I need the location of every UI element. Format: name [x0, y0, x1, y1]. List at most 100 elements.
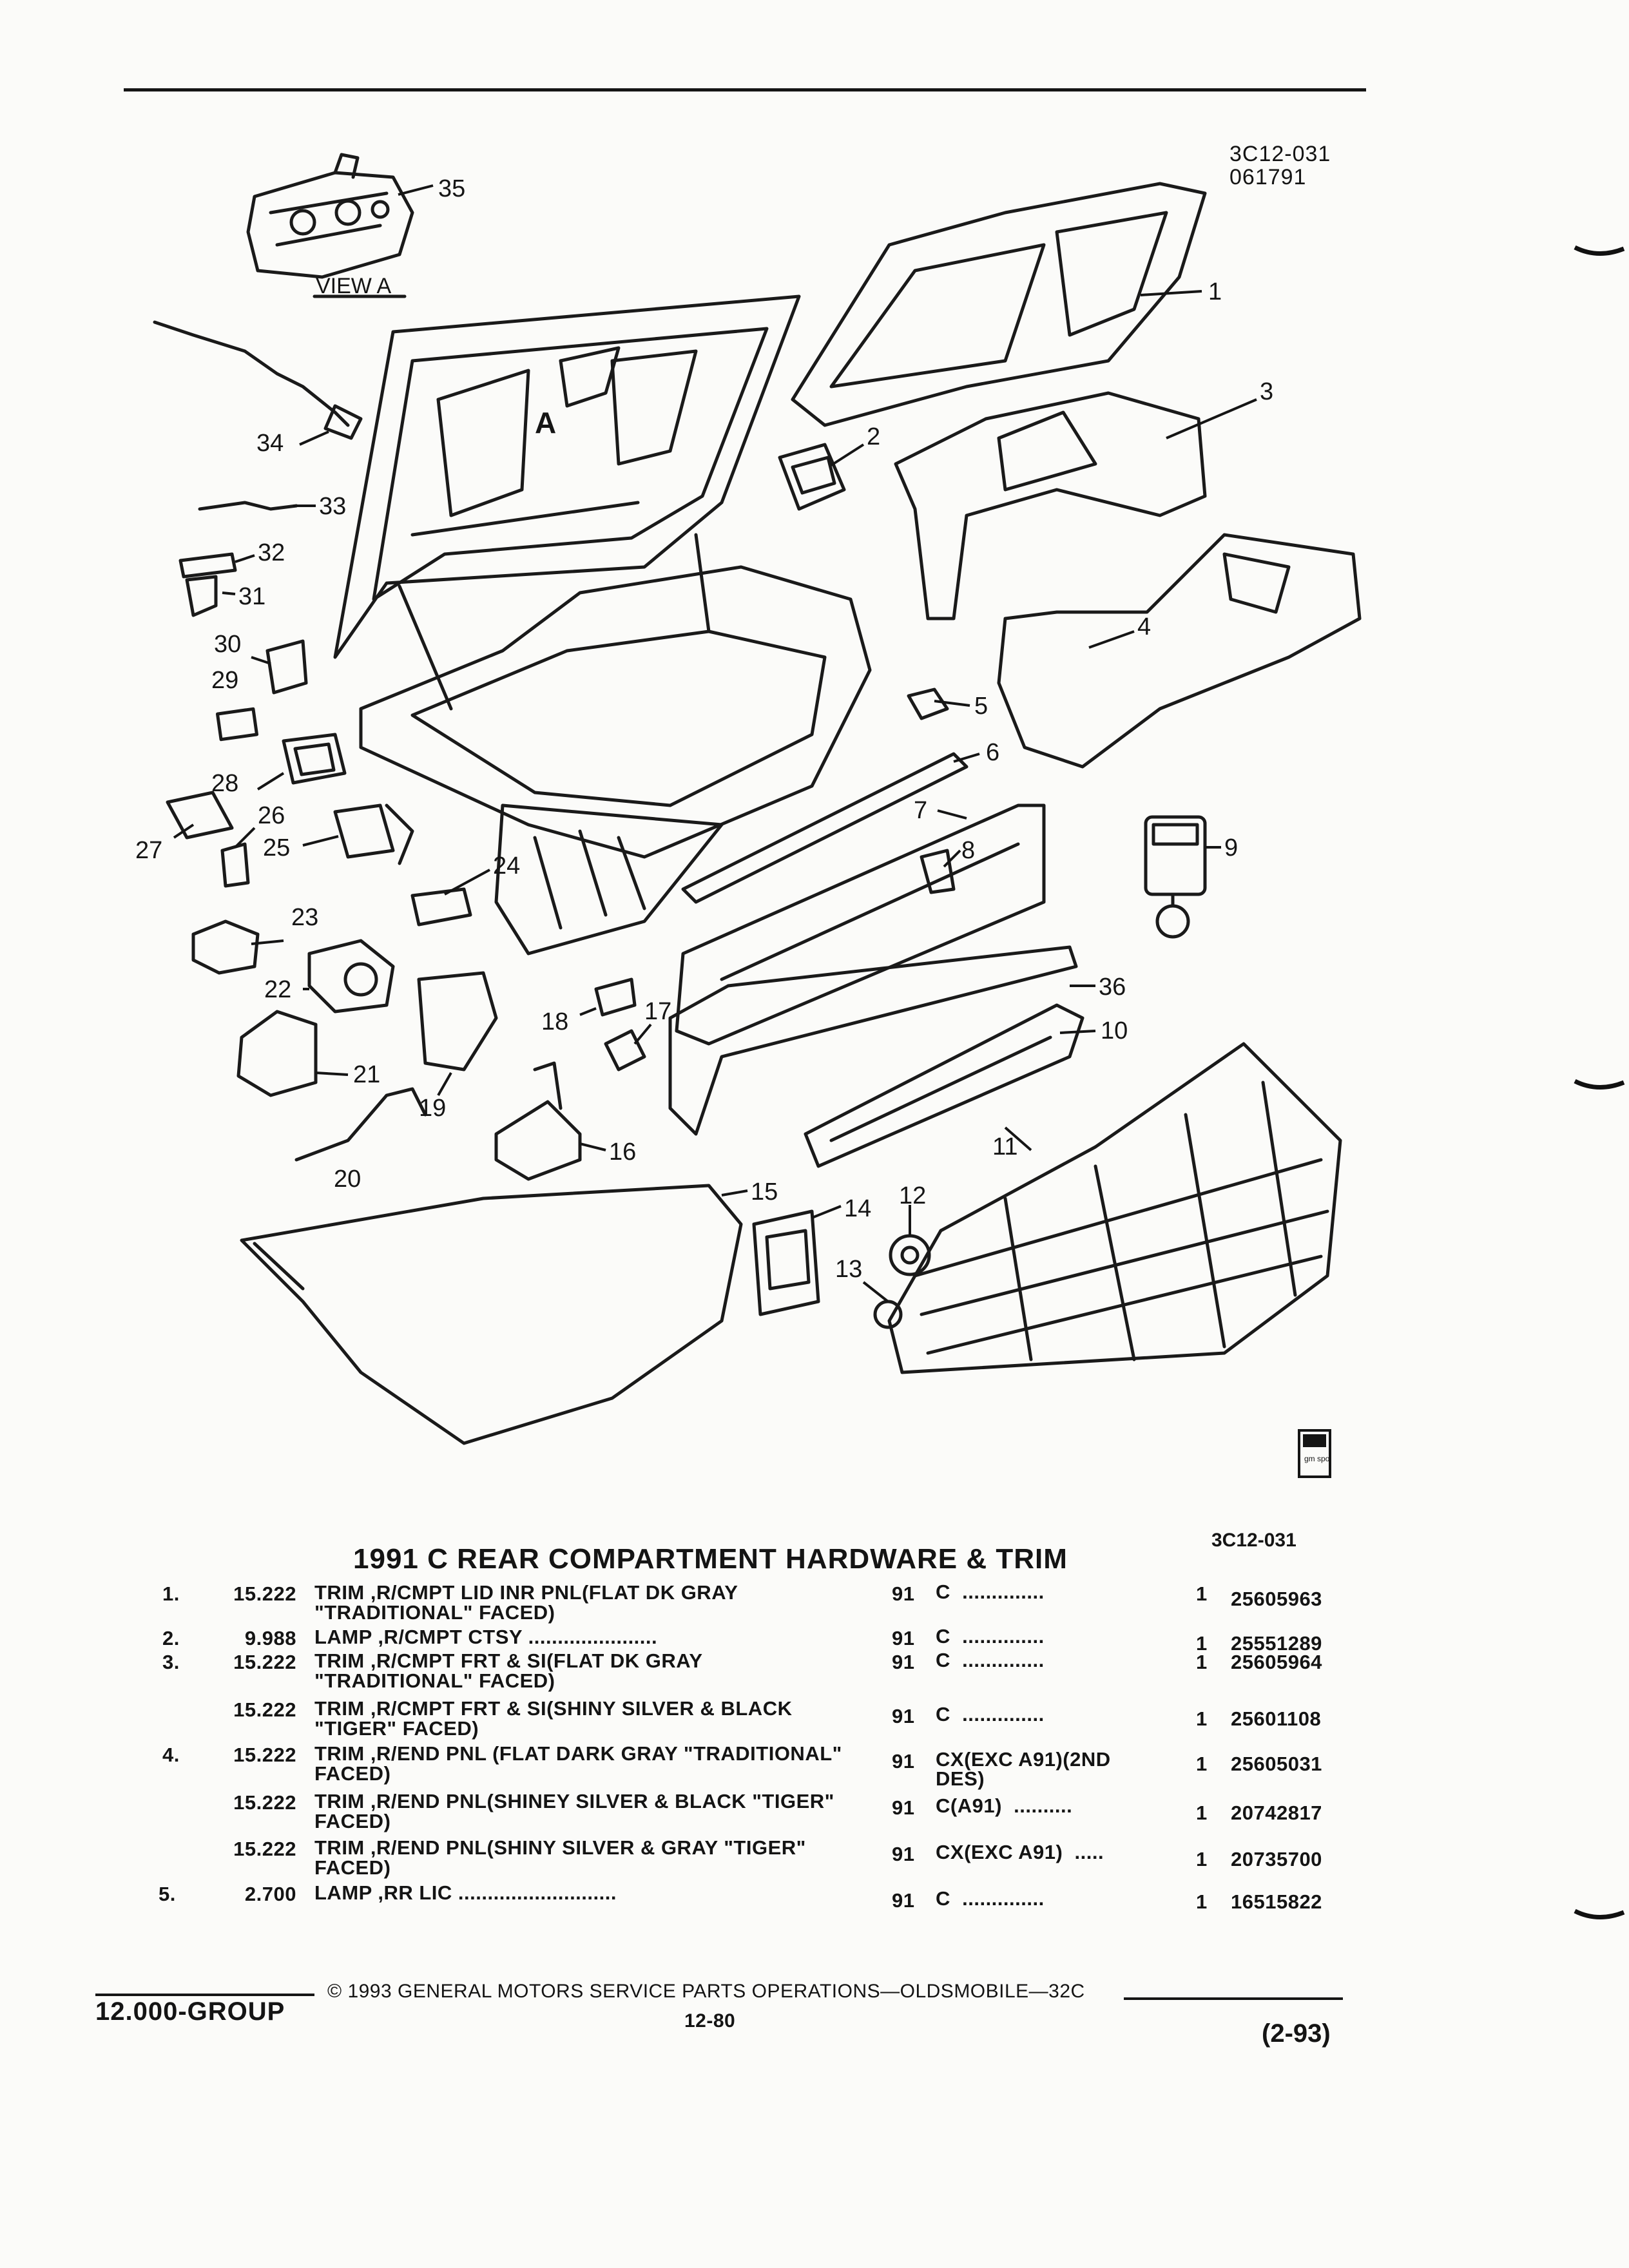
usage-option: C .............. [936, 1703, 1045, 1725]
exploded-parts-diagram: 35 1 2 3 4 5 6 7 8 9 36 10 11 12 13 14 1… [135, 153, 1362, 1551]
parts-list-title: 1991 C REAR COMPARTMENT HARDWARE & TRIM [353, 1543, 1068, 1575]
callout-1: 1 [1208, 278, 1222, 305]
binder-mark [1574, 245, 1625, 256]
part-13-drawing [873, 1300, 903, 1329]
usage-option: C .............. [936, 1581, 1045, 1603]
quantity: 1 [1196, 1848, 1208, 1870]
part-24-drawing [410, 887, 472, 927]
part-36-drawing [668, 945, 1078, 1136]
part-17-drawing [604, 1029, 646, 1072]
group-number: 15.222 [233, 1651, 296, 1673]
quantity: 1 [1196, 1753, 1208, 1775]
model-year: 91 [892, 1705, 915, 1727]
part-11-drawing [887, 1042, 1342, 1374]
reference-code-block: 3C12-031 061791 [1229, 142, 1331, 189]
quantity: 1 [1196, 1632, 1208, 1655]
part-16-drawing [494, 1061, 582, 1181]
part-number: 25601108 [1231, 1707, 1322, 1730]
callout-35: 35 [438, 175, 465, 202]
callout-25: 25 [263, 834, 290, 861]
callout-13: 13 [835, 1256, 862, 1283]
part-description: TRIM ,R/END PNL(SHINEY SILVER & BLACK "T… [314, 1790, 834, 1832]
parts-row: 1. 15.222 TRIM ,R/CMPT LID INR PNL(FLAT … [0, 1581, 1629, 1622]
model-year: 91 [892, 1651, 915, 1673]
callout-22: 22 [264, 976, 291, 1003]
callout-18: 18 [541, 1008, 568, 1035]
callout-27: 27 [135, 837, 162, 864]
model-year: 91 [892, 1889, 915, 1912]
callout-8: 8 [961, 837, 975, 864]
part-description: TRIM ,R/END PNL(SHINY SILVER & GRAY "TIG… [314, 1836, 806, 1879]
part-description: TRIM ,R/END PNL (FLAT DARK GRAY "TRADITI… [314, 1742, 842, 1785]
part-14-drawing [752, 1209, 820, 1316]
callout-20: 20 [334, 1166, 361, 1193]
part-description: TRIM ,R/CMPT FRT & SI(SHINY SILVER & BLA… [314, 1697, 793, 1740]
callout-36: 36 [1099, 974, 1126, 1001]
part-5-drawing [907, 687, 949, 720]
trunk-lid-drawing [333, 294, 801, 659]
binder-mark [1574, 1079, 1625, 1090]
part-27-drawing [166, 791, 234, 840]
part-3-drawing [894, 391, 1207, 620]
part-23-drawing [191, 919, 260, 975]
part-8-drawing [920, 849, 956, 894]
part-21-drawing [236, 1010, 318, 1097]
part-number: 16515822 [1231, 1890, 1322, 1913]
quantity: 1 [1196, 1582, 1208, 1605]
footer-revision: (2-93) [1262, 2019, 1331, 2048]
item-number: 5. [159, 1883, 176, 1905]
part-number: 25551289 [1231, 1632, 1322, 1655]
binder-mark [1574, 1908, 1625, 1920]
reference-date: 061791 [1229, 164, 1307, 189]
group-number: 9.988 [244, 1627, 296, 1649]
part-15-drawing [240, 1184, 743, 1445]
quantity: 1 [1196, 1802, 1208, 1824]
part-7-drawing [675, 803, 1046, 1046]
part-number: 25605031 [1231, 1753, 1322, 1775]
callout-9: 9 [1224, 834, 1238, 861]
view-a-label: VIEW A [316, 274, 391, 298]
model-year: 91 [892, 1750, 915, 1773]
group-number: 15.222 [233, 1838, 296, 1860]
callout-5: 5 [974, 693, 988, 720]
part-34-drawing [153, 320, 363, 440]
view-a-latch-drawing [246, 153, 414, 279]
group-number: 15.222 [233, 1698, 296, 1721]
usage-option: CX(EXC A91) ..... [936, 1841, 1104, 1863]
part-1-drawing [791, 182, 1207, 427]
callout-26: 26 [258, 802, 285, 829]
group-number: 2.700 [244, 1883, 296, 1905]
usage-option: C .............. [936, 1649, 1045, 1671]
callout-2: 2 [867, 423, 880, 450]
gm-spo-badge-text: gm spo [1304, 1454, 1330, 1463]
part-number: 20735700 [1231, 1848, 1322, 1870]
callout-3: 3 [1260, 378, 1273, 405]
part-number: 20742817 [1231, 1802, 1322, 1824]
callout-30: 30 [214, 631, 241, 658]
callout-29: 29 [211, 667, 238, 694]
trunk-body-drawing [359, 533, 872, 956]
callout-10: 10 [1101, 1017, 1128, 1044]
part-30-drawing [265, 639, 308, 695]
usage-option: CX(EXC A91)(2ND DES) [936, 1748, 1111, 1790]
top-rule [124, 88, 1366, 91]
usage-option: C .............. [936, 1625, 1045, 1648]
callout-34: 34 [256, 430, 284, 457]
part-31-drawing [185, 575, 218, 617]
callout-32: 32 [258, 539, 285, 566]
model-year: 91 [892, 1627, 915, 1649]
usage-option: C(A91) .......... [936, 1794, 1073, 1817]
footer-copyright: © 1993 GENERAL MOTORS SERVICE PARTS OPER… [327, 1981, 1085, 2002]
binder-marks [1574, 245, 1625, 1920]
callout-6: 6 [986, 739, 999, 766]
part-28-drawing [282, 733, 347, 785]
part-29-drawing [215, 707, 259, 742]
part-description: TRIM ,R/CMPT FRT & SI(FLAT DK GRAY "TRAD… [314, 1649, 702, 1692]
quantity: 1 [1196, 1707, 1208, 1730]
group-number: 15.222 [233, 1582, 296, 1605]
item-number: 4. [162, 1744, 180, 1766]
model-year: 91 [892, 1582, 915, 1605]
parts-row: 2. 9.988 LAMP ,R/CMPT CTSY .............… [0, 1625, 1629, 1655]
item-number: 2. [162, 1627, 180, 1649]
parts-row: 15.222 TRIM ,R/END PNL(SHINY SILVER & GR… [0, 1838, 1629, 1878]
